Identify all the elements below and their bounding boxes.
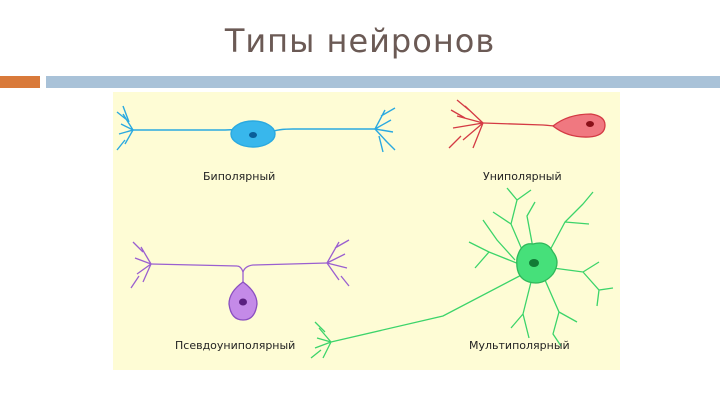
neuron-types-figure: Биполярный Униполярный Псевдоуниполярный…	[113, 92, 620, 370]
bipolar-neuron-drawing	[116, 105, 396, 153]
title-rule	[46, 76, 720, 88]
unipolar-neuron-drawing	[448, 99, 606, 149]
slide-title: Типы нейронов	[224, 22, 496, 60]
accent-bar	[0, 76, 40, 88]
multipolar-neuron-drawing	[310, 187, 614, 359]
caption-bipolar: Биполярный	[203, 170, 276, 183]
caption-multipolar: Мультиполярный	[469, 339, 570, 352]
caption-pseudounipolar: Псевдоуниполярный	[175, 339, 296, 352]
pseudounipolar-neuron-drawing	[130, 239, 350, 321]
caption-unipolar: Униполярный	[483, 170, 562, 183]
